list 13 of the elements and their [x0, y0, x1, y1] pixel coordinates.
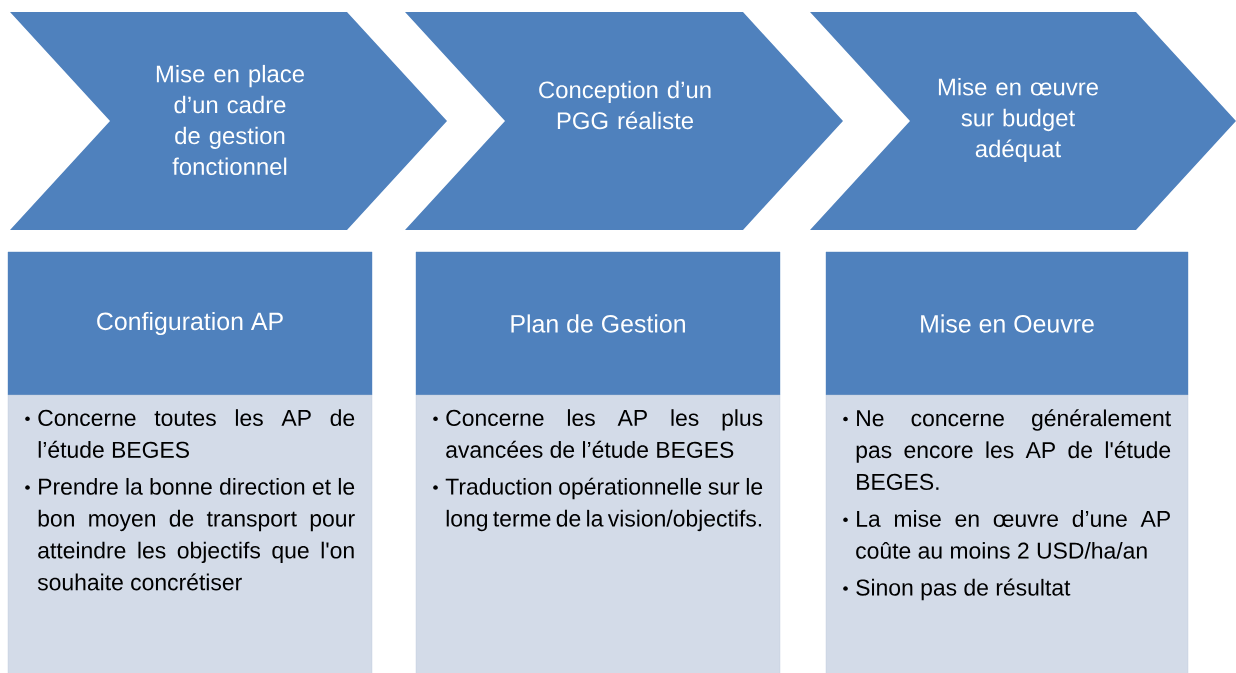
bullet-item: Traduction opérationnelle sur le long terme de la vision/objectifs.	[433, 477, 763, 532]
bullet-item: Prendre la bonne direction et le bon moyen de transport pour atteindre les objectifs que l'on souhaite concrétiser	[25, 477, 355, 591]
bullet-item: Concerne les AP les plus avancées de l’étude BEGES	[433, 409, 763, 458]
bullet-item: Concerne toutes les AP de l’étude BEGES	[25, 409, 355, 458]
header-box: Plan de Gestion	[415, 251, 781, 396]
text-panel	[825, 394, 1189, 673]
text-panel	[415, 394, 781, 673]
text-panel	[7, 394, 373, 673]
bullet-item: Ne concerne généralement pas encore les AP de l'étude BEGES.	[843, 409, 1171, 491]
header-box: Configuration AP	[7, 251, 373, 396]
bullet-item: Sinon pas de résultat	[843, 578, 1071, 601]
header-box: Mise en Oeuvre	[825, 251, 1189, 396]
bullet-item: La mise en œuvre d’une AP coûte au moins 2 USD/ha/an	[843, 510, 1170, 559]
